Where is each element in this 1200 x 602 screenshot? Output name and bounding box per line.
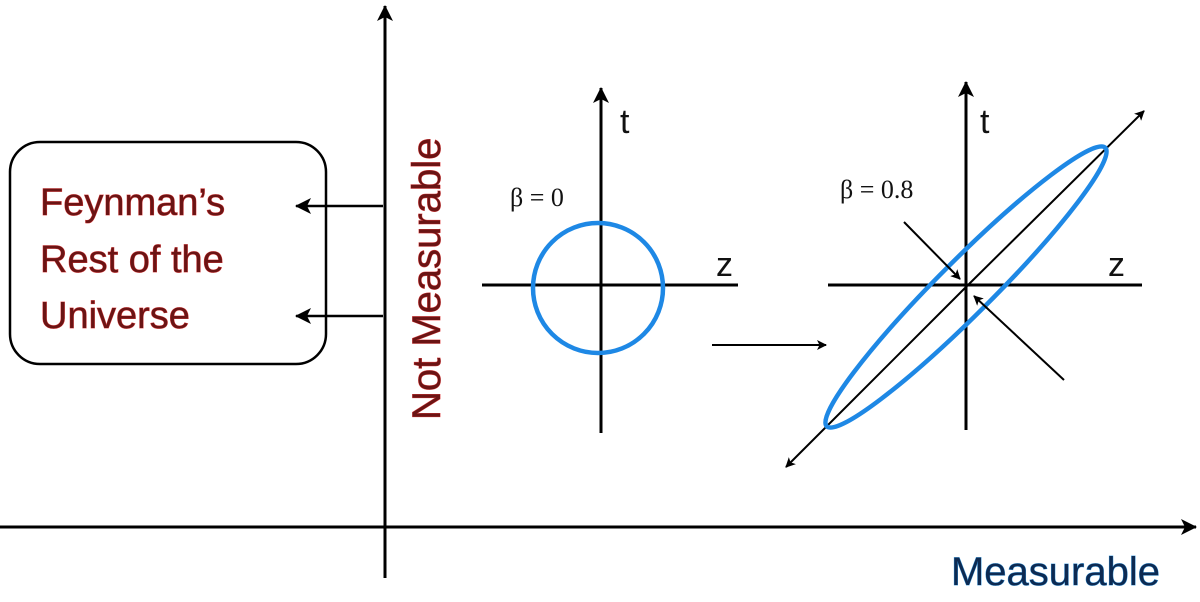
- moving-beta-label: β = 0.8: [840, 175, 913, 204]
- rest-z-label: z: [716, 246, 733, 284]
- rest-t-label: t: [620, 103, 630, 141]
- moving-t-label: t: [980, 103, 990, 141]
- rest-frame: t z β = 0: [482, 87, 738, 433]
- rest-beta-label: β = 0: [510, 183, 564, 212]
- not-measurable-label: Not Measurable: [405, 138, 449, 420]
- rest-circle: [530, 220, 666, 356]
- box-line-1: Feynman’s: [40, 182, 225, 224]
- measurable-label: Measurable: [951, 550, 1160, 594]
- boost-diagonal-up: [965, 110, 1145, 288]
- rest-of-universe-box: [8, 140, 328, 366]
- width-arrow-lower: [973, 295, 1065, 381]
- boost-diagonal-down: [785, 286, 967, 468]
- box-line-3: Universe: [40, 295, 190, 337]
- moving-frame: t z β = 0.8: [785, 81, 1145, 468]
- width-arrow-upper: [903, 221, 961, 280]
- moving-z-label: z: [1108, 246, 1125, 284]
- box-line-2: Rest of the: [40, 239, 224, 281]
